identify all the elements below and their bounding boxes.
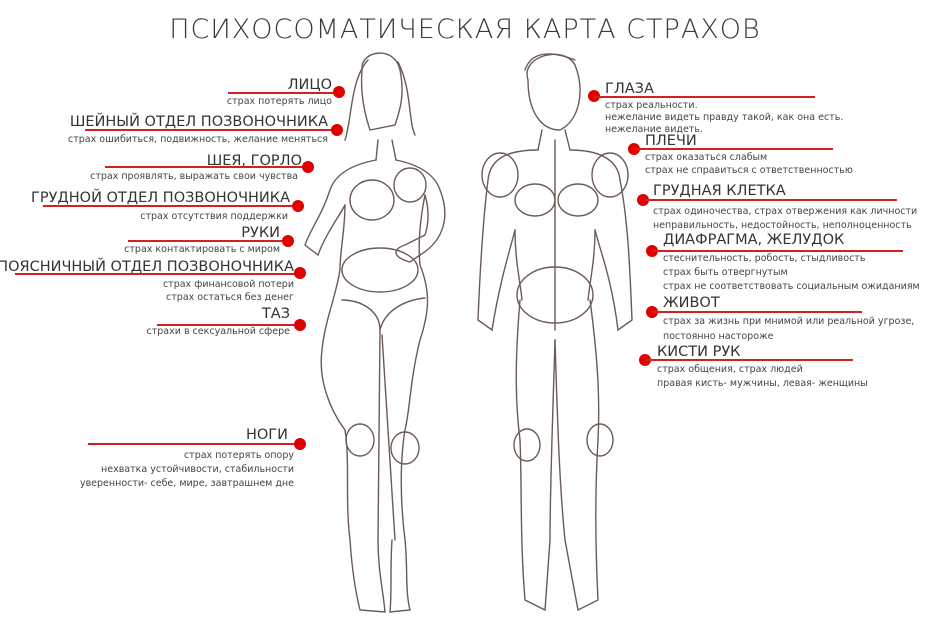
page-title: ПСИХОСОМАТИЧЕСКАЯ КАРТА СТРАХОВ [169,14,761,45]
female-figure [304,52,446,613]
male-figure [477,53,633,612]
